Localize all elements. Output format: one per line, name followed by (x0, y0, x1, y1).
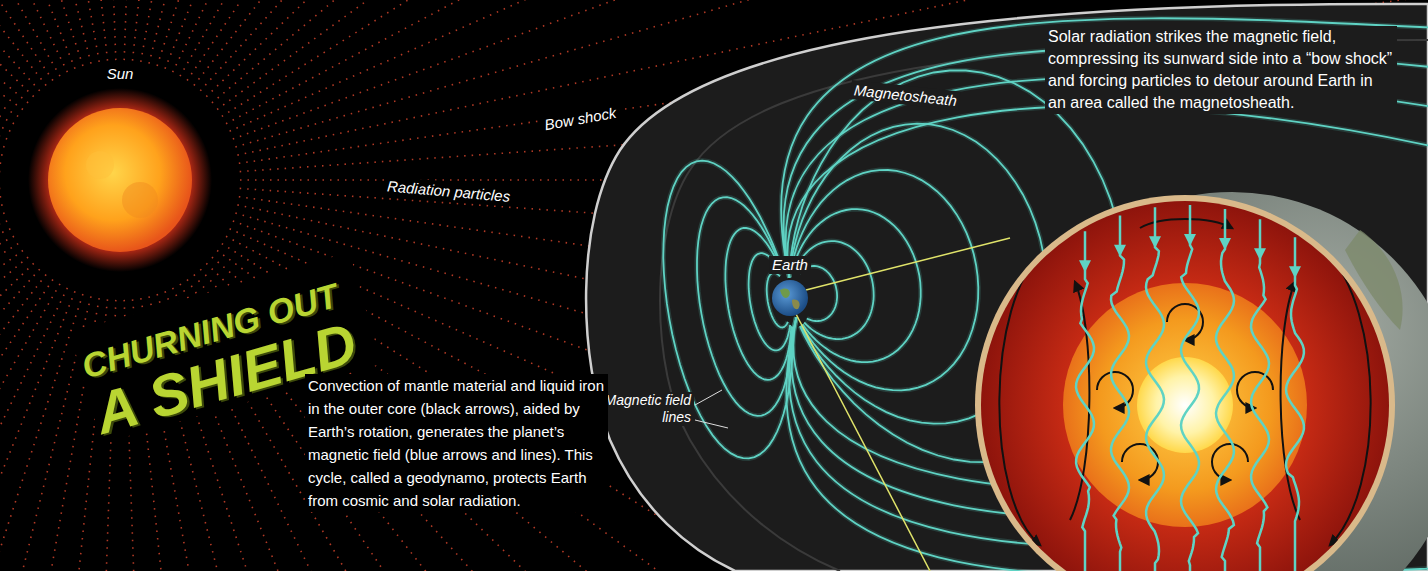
core-field-line (1181, 205, 1199, 571)
part-label: Radiation particles (383, 176, 514, 206)
land (792, 300, 800, 310)
radiation-ray (149, 0, 531, 64)
radiation-ray (0, 188, 1, 298)
part-label: Magnetic field lines (598, 392, 694, 426)
radiation-ray (0, 0, 67, 72)
radiation-ray (0, 197, 1, 417)
earth-globe: Earth (772, 280, 808, 316)
earth-art (772, 280, 808, 316)
radiation-ray (0, 0, 46, 85)
earth-disc (772, 280, 808, 316)
core-field-line (1251, 219, 1269, 571)
radiation-ray (0, 284, 60, 571)
radiation-ray (124, 0, 179, 60)
convection-arrow (999, 250, 1045, 545)
node-label: Sun (104, 65, 137, 83)
radiation-ray (0, 269, 40, 571)
part-label: Bow shock (540, 102, 621, 134)
field-arrowhead (1114, 245, 1126, 257)
core-field-line (1146, 207, 1164, 571)
radiation-ray (0, 0, 23, 110)
radiation-ray (0, 263, 34, 571)
radiation-ray (0, 280, 53, 571)
radiation-ray (0, 291, 75, 571)
sun-halo (28, 88, 212, 272)
sun-texture (86, 151, 114, 179)
radiation-ray (0, 229, 10, 571)
radiation-ray (0, 0, 14, 124)
leader-line (695, 390, 722, 405)
field-arrowhead (1149, 236, 1161, 248)
leader-line (695, 420, 728, 428)
explanatory-note-wrap: Convection of mantle material and liquid… (305, 374, 608, 512)
radiation-ray (133, 0, 298, 61)
radiation-ray (0, 0, 75, 69)
sun-texture (122, 182, 158, 218)
radiation-ray (0, 0, 99, 62)
radiation-ray (0, 0, 1, 163)
radiation-ray (0, 275, 46, 571)
radiation-ray (0, 0, 18, 116)
part-label-wrap: Radiation particles (383, 176, 514, 206)
radiation-ray (0, 0, 40, 91)
convection-arrow (1325, 250, 1371, 545)
radiation-ray (0, 0, 83, 66)
field-arrowhead (1254, 248, 1266, 260)
sun-circle: Sun (45, 105, 195, 255)
mantle (981, 201, 1389, 571)
radiation-ray (157, 0, 645, 66)
zoom-line (796, 314, 930, 571)
crust (975, 195, 1395, 571)
radiation-ray (0, 236, 14, 571)
radiation-ray (0, 251, 23, 571)
radiation-ray (0, 0, 5, 147)
radiation-ray (0, 244, 18, 571)
radiation-ray (0, 0, 91, 64)
node-label: Earth (769, 256, 811, 274)
core-field-line (1286, 237, 1304, 571)
convection-arrows (999, 219, 1370, 545)
core-field-lines (1076, 205, 1304, 571)
core-field-line (1111, 216, 1129, 571)
radiation-ray (0, 0, 34, 97)
radiation-ray (141, 0, 415, 62)
radiation-ray (0, 0, 10, 131)
sun-disc (48, 108, 192, 252)
field-arrowhead (1184, 234, 1196, 246)
radiation-ray (0, 257, 28, 571)
field-arrowhead (1219, 238, 1231, 250)
radiation-ray (0, 0, 107, 61)
part-label-wrap: Bow shock (540, 102, 621, 134)
field-arrowhead (1289, 266, 1301, 278)
radiation-ray (0, 0, 53, 81)
radiation-ray (61, 0, 116, 60)
radiation-ray (0, 221, 7, 571)
explanatory-note-wrap: Solar radiation strikes the magnetic fie… (1045, 26, 1397, 114)
radiation-ray (0, 213, 5, 571)
convection-arrow (1122, 444, 1158, 480)
radiation-ray (0, 205, 3, 534)
field-arrowhead (1079, 260, 1091, 272)
sun-art (45, 105, 195, 255)
land (780, 288, 790, 298)
radiation-ray (165, 0, 757, 69)
radiation-ray (0, 0, 3, 155)
explanatory-note: Solar radiation strikes the magnetic fie… (1045, 26, 1397, 114)
core-field-line (1076, 231, 1094, 571)
radiation-ray (173, 0, 866, 72)
zoom-line (806, 238, 1010, 290)
part-label-wrap: Magnetic field lines (598, 392, 694, 426)
core-field-line (1216, 209, 1234, 571)
explanatory-note: Convection of mantle material and liquid… (305, 374, 608, 512)
